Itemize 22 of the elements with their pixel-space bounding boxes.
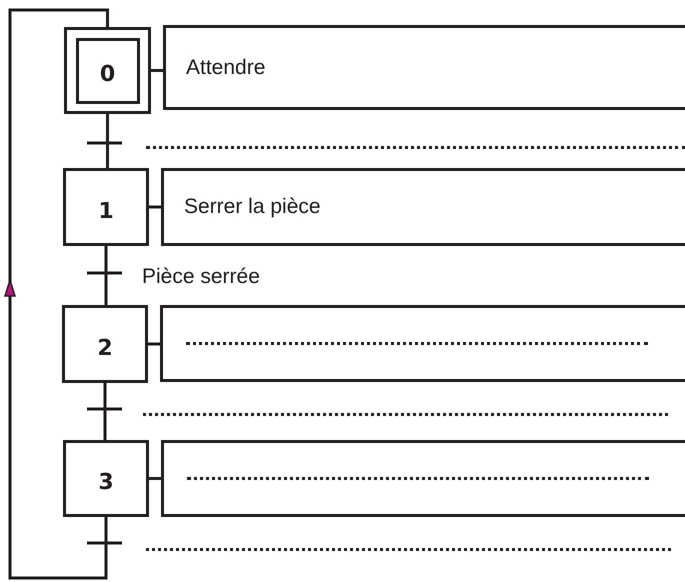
link-line bbox=[148, 342, 160, 346]
step-box bbox=[63, 168, 149, 246]
link-line bbox=[87, 246, 122, 305]
initial-step-box bbox=[64, 27, 151, 114]
loop-arrow bbox=[4, 8, 122, 580]
step-number: 1 bbox=[98, 198, 114, 224]
link-line bbox=[151, 69, 163, 72]
step-box bbox=[63, 440, 149, 517]
action-text: Serrer la pièce bbox=[184, 195, 321, 219]
action-box bbox=[161, 440, 685, 517]
action-box bbox=[160, 305, 685, 382]
step-box bbox=[62, 305, 148, 383]
link-line bbox=[87, 114, 122, 168]
link-line bbox=[87, 383, 122, 440]
action-box bbox=[163, 25, 685, 110]
action-box bbox=[161, 168, 685, 246]
link-line bbox=[149, 206, 161, 208]
step-number: 0 bbox=[100, 61, 116, 87]
link-line bbox=[149, 477, 161, 480]
step-number: 3 bbox=[98, 469, 114, 495]
action-text: Attendre bbox=[186, 56, 266, 80]
step-number: 2 bbox=[97, 334, 113, 360]
